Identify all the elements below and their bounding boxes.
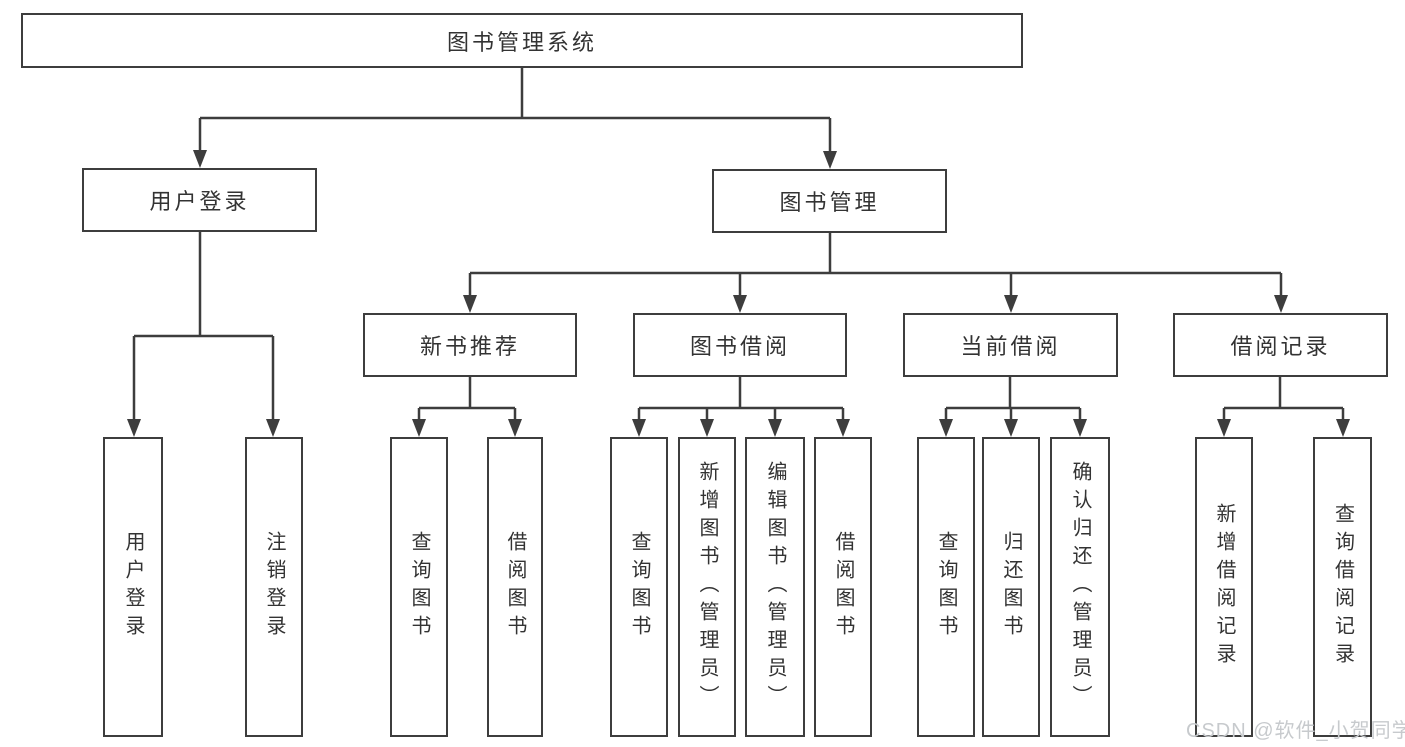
watermark: CSDN @软件_小贺同学 [1186,720,1405,742]
node-user-login: 用户登录 [82,168,317,232]
leaf-cb-return-books: 归还图书 [982,437,1040,737]
node-current-borrowing: 当前借阅 [903,313,1118,377]
node-book-borrowing: 图书借阅 [633,313,847,377]
leaf-logout-login: 注销登录 [245,437,303,737]
leaf-bb-query-books: 查询图书 [610,437,668,737]
node-borrowing-records: 借阅记录 [1173,313,1388,377]
leaf-bb-borrow-books: 借阅图书 [814,437,872,737]
node-new-book-recommendation: 新书推荐 [363,313,577,377]
leaf-user-login: 用户登录 [103,437,163,737]
leaf-br-query-borrow-record: 查询借阅记录 [1313,437,1372,737]
leaf-br-add-borrow-record: 新增借阅记录 [1195,437,1253,737]
leaf-nbr-query-books: 查询图书 [390,437,448,737]
leaf-cb-query-books: 查询图书 [917,437,975,737]
leaf-bb-edit-books-admin: 编辑图书（管理员） [745,437,805,737]
leaf-bb-add-books-admin: 新增图书（管理员） [678,437,736,737]
leaf-nbr-borrow-books: 借阅图书 [487,437,543,737]
node-book-management: 图书管理 [712,169,947,233]
arrowheads [127,150,1350,437]
node-root: 图书管理系统 [21,13,1023,68]
leaf-cb-confirm-return-admin: 确认归还（管理员） [1050,437,1110,737]
